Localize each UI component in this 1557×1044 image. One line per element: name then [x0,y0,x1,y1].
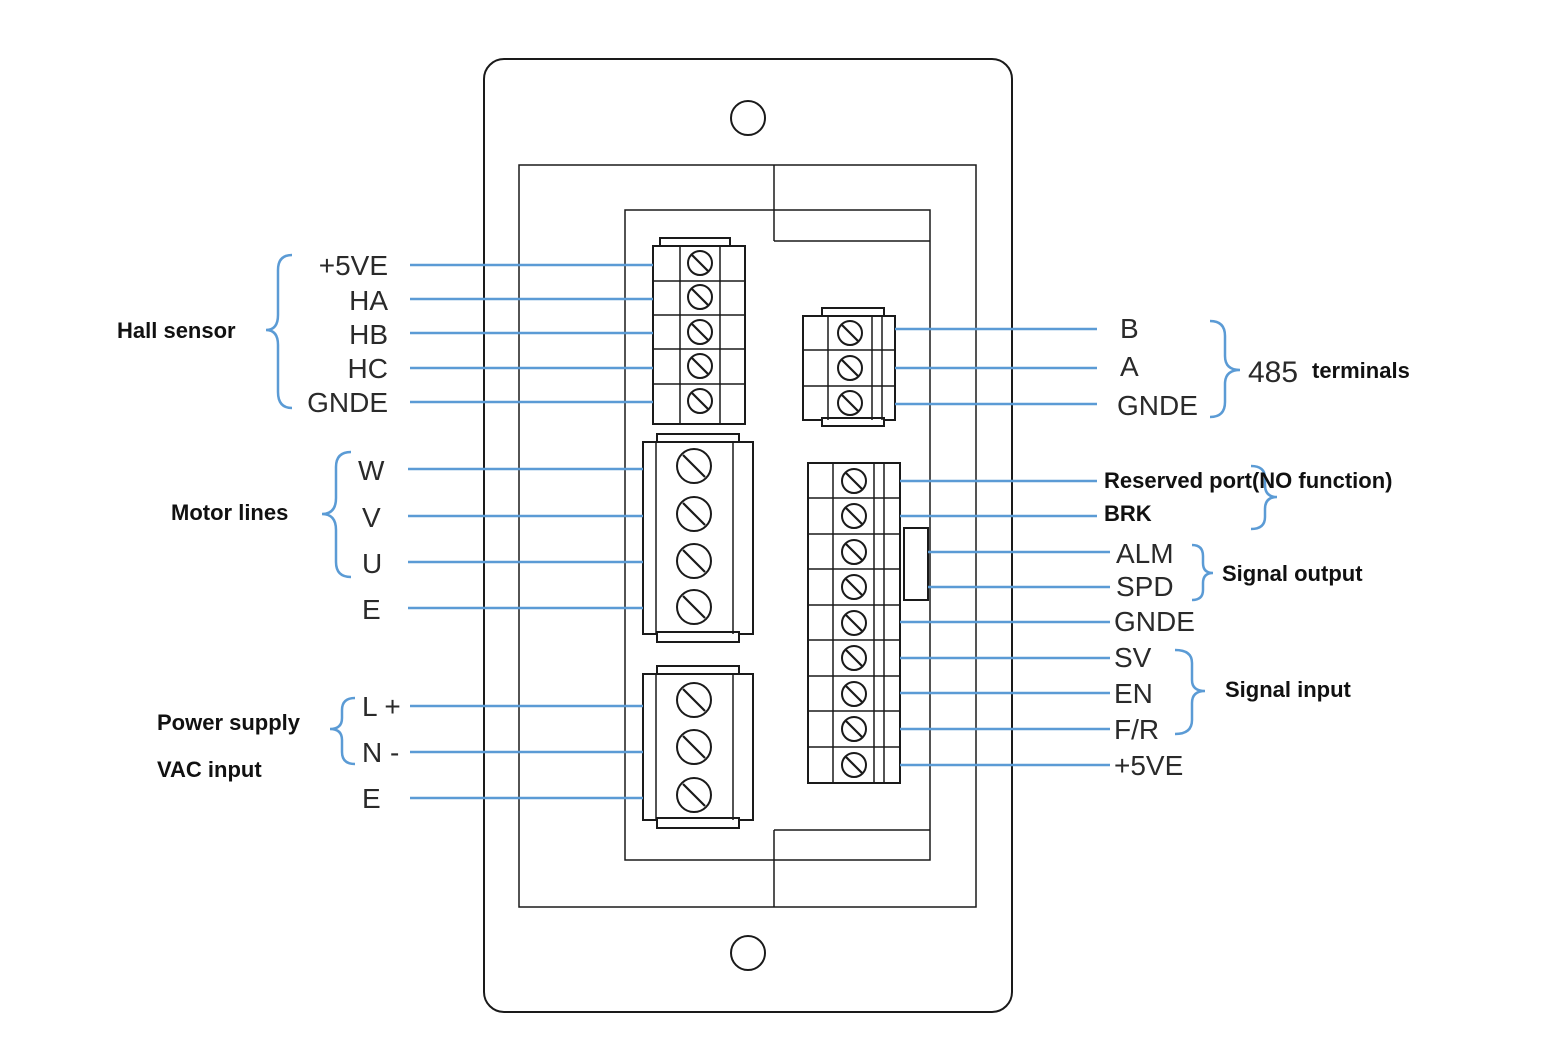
left-wires [408,263,653,800]
screw-terminal-icon[interactable] [841,645,867,671]
pin-label-en: EN [1114,678,1153,709]
pin-label-brk: BRK [1104,501,1152,526]
pin-label-power-l: L + [362,691,401,722]
pin-label-motor-u: U [362,548,382,579]
terminal-panel [624,209,931,861]
signal-terminal-block [807,462,929,784]
right-wires [895,327,1110,767]
hall-terminal-block [652,237,746,425]
pin-label-power-e: E [362,783,381,814]
screw-terminal-icon[interactable] [841,716,867,742]
group-label-signal-input: Signal input [1225,677,1352,702]
power-terminal-block [642,665,754,829]
mounting-hole-bottom [730,935,766,971]
pin-label-motor-w: W [358,455,385,486]
screw-terminal-icon[interactable] [676,589,712,625]
screw-terminal-icon[interactable] [841,574,867,600]
screw-terminal-icon[interactable] [676,682,712,718]
screw-terminal-icon[interactable] [841,681,867,707]
screw-terminal-icon[interactable] [837,320,863,346]
pin-label-485-a: A [1120,351,1139,382]
pin-label-485-b: B [1120,313,1139,344]
screw-terminal-icon[interactable] [841,503,867,529]
pin-label-hall-ha: HA [349,285,388,316]
signal-input-brace [1174,648,1206,736]
screw-terminal-icon[interactable] [676,543,712,579]
pin-label-fr: F/R [1114,714,1159,745]
rs485-brace [1209,319,1241,419]
screw-terminal-icon[interactable] [841,539,867,565]
group-label-motor-lines: Motor lines [171,500,288,525]
pin-label-reserved: Reserved port(NO function) [1104,468,1392,493]
signal-output-brace [1191,543,1214,602]
motor-terminal-block [642,433,754,643]
pin-label-hall-hb: HB [349,319,388,350]
screw-terminal-icon[interactable] [676,496,712,532]
pin-label-hall-gnde: GNDE [307,387,388,418]
screw-terminal-icon[interactable] [687,284,713,310]
pin-label-motor-v: V [362,502,381,533]
screw-terminal-icon[interactable] [687,250,713,276]
screw-terminal-icon[interactable] [687,388,713,414]
screw-terminal-icon[interactable] [841,610,867,636]
pin-label-hall-5ve: +5VE [319,250,388,281]
screw-terminal-icon[interactable] [837,355,863,381]
pin-label-spd: SPD [1116,571,1174,602]
screw-terminal-icon[interactable] [676,729,712,765]
motor-lines-brace [321,450,352,579]
mounting-hole-top [730,100,766,136]
power-supply-brace [329,696,356,766]
screw-terminal-icon[interactable] [676,448,712,484]
group-label-signal-output: Signal output [1222,561,1363,586]
pin-label-485-gnde: GNDE [1117,390,1198,421]
inner-frame [518,164,977,908]
group-label-485-number: 485 [1248,356,1298,389]
pin-label-hall-hc: HC [348,353,388,384]
hall-sensor-brace [265,253,293,410]
screw-terminal-icon[interactable] [676,777,712,813]
pin-label-motor-e: E [362,594,381,625]
reserved-brace [1250,464,1278,531]
pin-label-5ve: +5VE [1114,750,1183,781]
rs485-terminal-block [802,307,896,427]
screw-terminal-icon[interactable] [687,319,713,345]
group-label-485-terminals: terminals [1312,358,1410,383]
screw-terminal-icon[interactable] [687,353,713,379]
screw-terminal-icon[interactable] [837,390,863,416]
pin-label-power-n: N - [362,737,399,768]
screw-terminal-icon[interactable] [841,752,867,778]
pin-label-alm: ALM [1116,538,1174,569]
pin-label-sv: SV [1114,642,1152,673]
group-label-vac-input: VAC input [157,757,262,782]
screw-terminal-icon[interactable] [841,468,867,494]
group-label-hall-sensor: Hall sensor [117,318,236,343]
group-label-power-supply: Power supply [157,710,301,735]
pin-label-gnde: GNDE [1114,606,1195,637]
